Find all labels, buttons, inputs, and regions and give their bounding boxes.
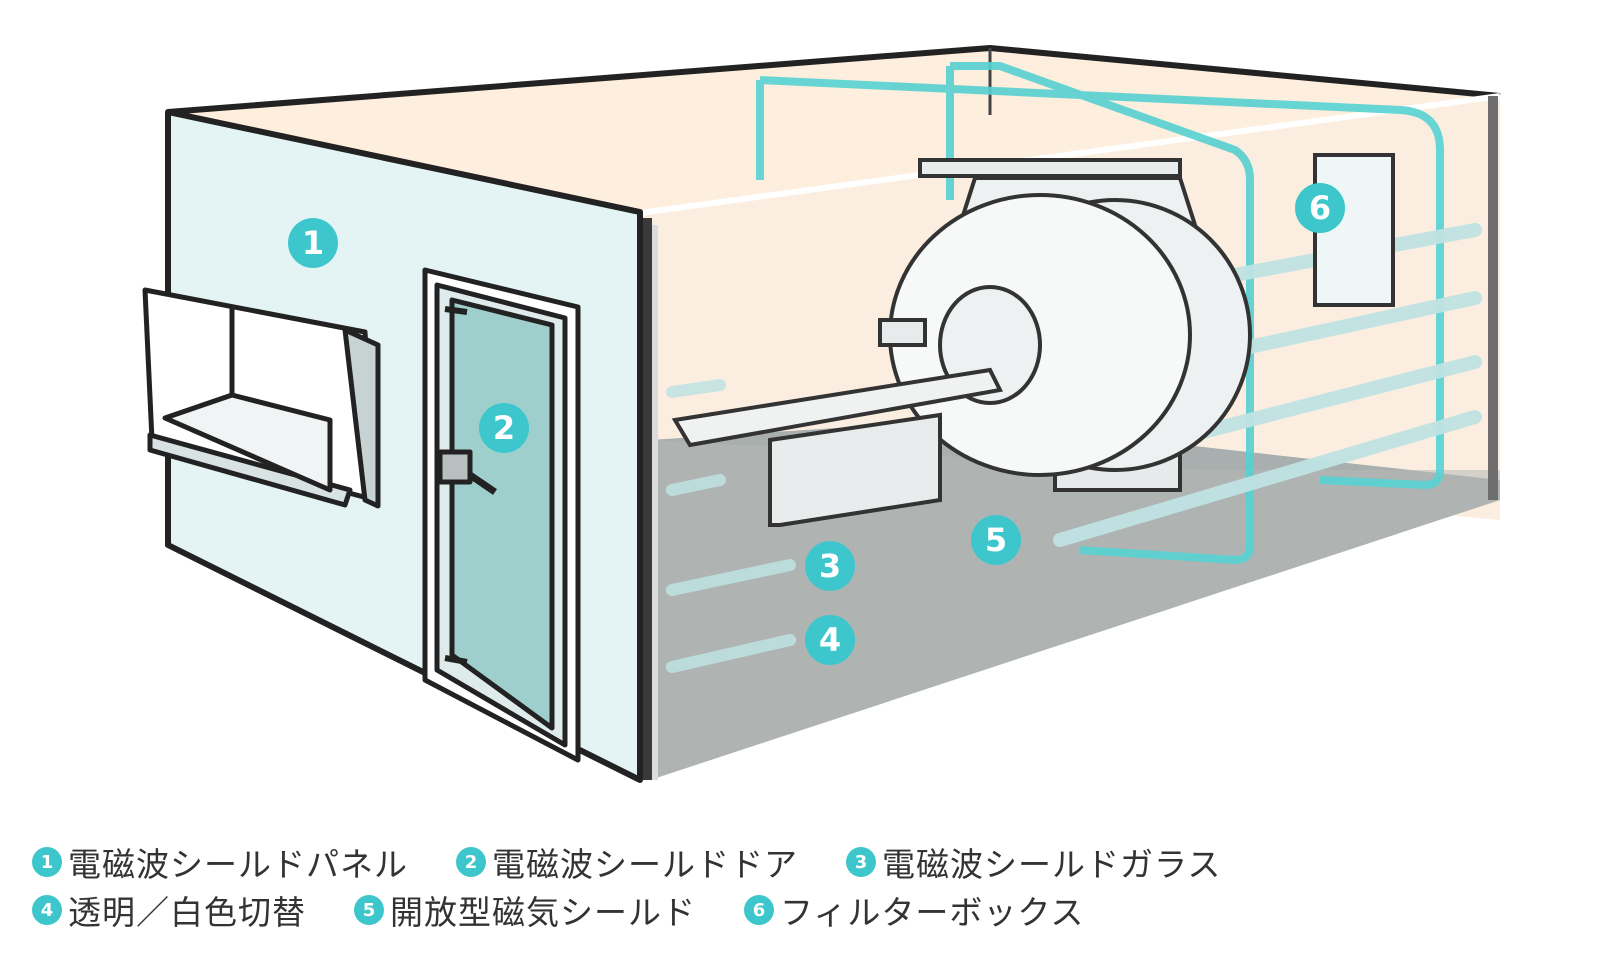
legend-row-2: 4 透明／白色切替 5 開放型磁気シールド 6 フィルターボックス [32, 886, 1572, 934]
legend-number-badge: 6 [744, 895, 774, 925]
legend-label: 開放型磁気シールド [390, 893, 696, 932]
legend-label: 電磁波シールドパネル [68, 845, 408, 884]
legend: 1 電磁波シールドパネル 2 電磁波シールドドア 3 電磁波シールドガラス 4 … [32, 838, 1572, 948]
mri-scanner [671, 158, 1252, 527]
svg-text:6: 6 [1309, 189, 1331, 227]
legend-item-shield-door: 2 電磁波シールドドア [456, 838, 798, 886]
wall-window [142, 287, 381, 509]
shield-door [422, 267, 581, 763]
legend-item-magnetic-shield: 5 開放型磁気シールド [354, 886, 696, 934]
shield-glass [666, 379, 796, 673]
badge-6: 6 [1295, 183, 1345, 233]
svg-text:2: 2 [493, 409, 515, 447]
legend-item-transparent-switch: 4 透明／白色切替 [32, 886, 306, 934]
badge-2: 2 [479, 403, 529, 453]
svg-text:4: 4 [819, 621, 841, 659]
badge-4: 4 [805, 615, 855, 665]
legend-number-badge: 5 [354, 895, 384, 925]
legend-label: 電磁波シールドガラス [882, 845, 1222, 884]
floor-shade [650, 440, 1500, 780]
legend-label: 透明／白色切替 [68, 893, 306, 932]
badge-5: 5 [971, 515, 1021, 565]
front-post-inner [652, 225, 658, 780]
legend-item-shield-glass: 3 電磁波シールドガラス [846, 838, 1221, 886]
svg-text:1: 1 [302, 224, 324, 262]
legend-number-badge: 3 [846, 847, 876, 877]
legend-label: フィルターボックス [780, 893, 1085, 932]
legend-number-badge: 4 [32, 895, 62, 925]
shield-room-illustration: 1 2 3 4 5 6 [142, 45, 1501, 783]
ceiling-front-edge [639, 93, 1501, 216]
legend-item-shield-panel: 1 電磁波シールドパネル [32, 838, 408, 886]
svg-text:5: 5 [985, 521, 1007, 559]
legend-number-badge: 2 [456, 847, 486, 877]
legend-label: 電磁波シールドドア [492, 845, 798, 884]
badge-3: 3 [805, 541, 855, 591]
legend-number-badge: 1 [32, 847, 62, 877]
svg-text:3: 3 [819, 547, 841, 585]
legend-row-1: 1 電磁波シールドパネル 2 電磁波シールドドア 3 電磁波シールドガラス [32, 838, 1572, 886]
legend-item-filter-box: 6 フィルターボックス [744, 886, 1084, 934]
badge-1: 1 [288, 218, 338, 268]
